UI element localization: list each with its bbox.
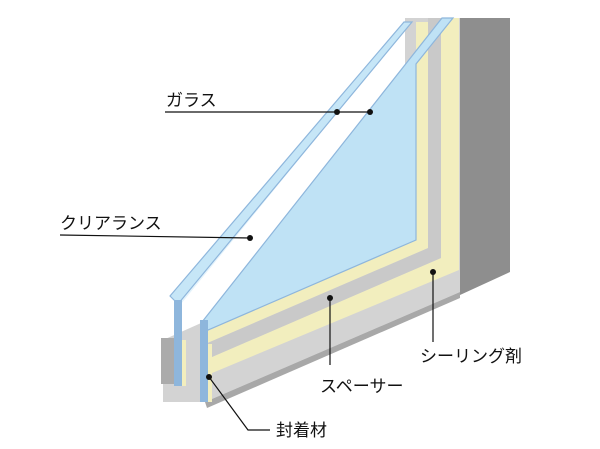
dot-clearance	[247, 235, 253, 241]
frame-back-face	[405, 18, 510, 295]
dot-glass-2	[367, 109, 373, 115]
dot-sealing	[430, 269, 436, 275]
sealant-strip-front	[182, 340, 186, 386]
dot-glass-1	[334, 109, 340, 115]
glass-edge-front	[174, 300, 182, 386]
dot-spacer	[327, 295, 333, 301]
label-glass: ガラス	[166, 91, 217, 111]
glass-edge-rear	[200, 320, 208, 402]
spacer-band	[205, 18, 441, 360]
label-clearance: クリアランス	[60, 214, 162, 234]
label-sealant: 封着材	[276, 421, 327, 441]
sealing-compound-strip	[205, 18, 459, 376]
dot-sealant	[206, 374, 212, 380]
inner-seal-strip	[205, 22, 428, 344]
leader-sealant	[208, 376, 270, 431]
frame-front-face	[163, 18, 460, 402]
leader-dots	[206, 109, 436, 380]
frame-bottom-edge	[205, 292, 460, 408]
leader-clearance	[59, 234, 251, 239]
label-spacer: スペーサー	[320, 377, 403, 397]
label-sealing: シーリング剤	[420, 347, 522, 367]
sealant-strip-rear	[208, 344, 212, 402]
frame-left-block	[161, 338, 178, 384]
